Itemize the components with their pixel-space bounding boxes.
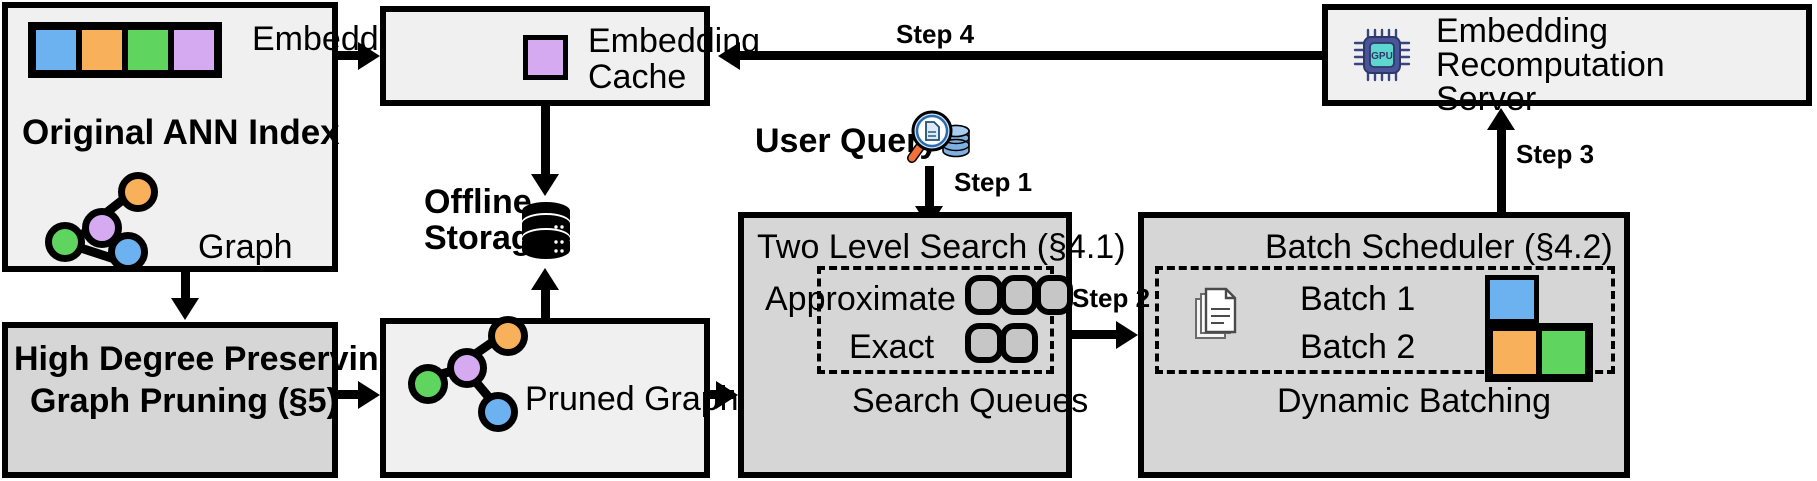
batch-1-square-blue	[1485, 275, 1539, 324]
arrow-step4-head	[718, 42, 740, 70]
magnifier-database-icon	[902, 104, 974, 170]
arrow-pruned-to-storage-head	[531, 268, 559, 290]
approximate-queue-slot	[1000, 275, 1038, 315]
arrow-index-to-cache-line	[338, 51, 362, 60]
recomputation-server-line1: Embedding	[1436, 12, 1609, 50]
user-query-label: User Query	[755, 122, 939, 160]
arrow-pruning-to-pruned-head	[358, 381, 380, 409]
arrow-step2-line	[1072, 330, 1120, 339]
graph-pruning-box	[2, 322, 338, 478]
step3-label: Step 3	[1516, 139, 1595, 169]
dynamic-batching-dashed-region	[1155, 266, 1615, 374]
arrow-index-to-cache-head	[358, 42, 380, 70]
database-cylinder-icon	[520, 200, 572, 262]
pruned-node-blue	[478, 392, 518, 432]
batch-2-label: Batch 2	[1300, 328, 1416, 366]
embedding-strip	[28, 22, 222, 78]
embedding-cell-purple	[171, 27, 217, 73]
arrow-cache-to-storage-line	[541, 106, 550, 176]
embedding-cell-blue	[33, 27, 79, 73]
batch-2-squares	[1485, 323, 1593, 382]
exact-label: Exact	[849, 328, 935, 366]
graph-label: Graph	[198, 228, 293, 266]
graph-pruning-line1: High Degree Preserving	[14, 340, 400, 378]
offline-storage-line1: Offline	[424, 183, 532, 221]
recomputation-server-line3: Server	[1436, 80, 1537, 118]
arrow-cache-to-storage-head	[531, 174, 559, 196]
arrow-pruned-to-storage-line	[541, 290, 550, 318]
step4-label: Step 4	[896, 19, 975, 49]
search-queues-footer: Search Queues	[852, 382, 1089, 420]
graph-node-blue	[108, 232, 148, 272]
step1-label: Step 1	[954, 167, 1033, 197]
documents-icon	[1190, 285, 1244, 349]
embedding-cell-orange	[79, 27, 125, 73]
approximate-label: Approximate	[765, 280, 956, 318]
arrow-step3-head	[1487, 108, 1515, 130]
pruned-graph-label: Pruned Graph	[525, 380, 739, 418]
pruned-node-green	[408, 364, 448, 404]
exact-queue-slot	[965, 323, 1003, 363]
purple-square-icon	[523, 35, 568, 80]
batch-scheduler-title: Batch Scheduler (§4.2)	[1265, 228, 1613, 266]
original-ann-index-title: Original ANN Index	[22, 113, 340, 152]
embedding-cell-green	[125, 27, 171, 73]
arrow-step3-line	[1497, 130, 1506, 214]
search-queues-dashed-region	[817, 266, 1054, 374]
pruned-node-purple	[447, 348, 487, 388]
batch-2-square-orange	[1490, 328, 1539, 377]
graph-node-orange	[118, 172, 158, 212]
pruned-node-orange	[488, 316, 528, 356]
svg-text:GPU: GPU	[1371, 51, 1393, 62]
batch-1-label: Batch 1	[1300, 280, 1416, 318]
arrow-pruning-to-pruned-line	[338, 390, 362, 399]
embedding-cache-title-line2: Cache	[588, 58, 687, 96]
gpu-chip-icon: GPU	[1352, 24, 1416, 86]
graph-node-purple	[82, 208, 122, 248]
batch-2-square-green	[1539, 328, 1588, 377]
arrow-index-to-pruning-line	[181, 272, 190, 302]
graph-pruning-line2: Graph Pruning (§5)	[30, 382, 338, 420]
graph-node-green	[45, 222, 85, 262]
step2-label: Step 2	[1072, 283, 1151, 313]
two-level-search-title: Two Level Search (§4.1)	[757, 228, 1126, 266]
approximate-queue-slot	[965, 275, 1003, 315]
approximate-queue-slot	[1035, 275, 1073, 315]
arrow-step2-head	[1116, 321, 1138, 349]
arrow-index-to-pruning-head	[171, 298, 199, 320]
arrow-pruned-to-search-head	[716, 381, 738, 409]
exact-queue-slot	[1000, 323, 1038, 363]
arrow-step1-line	[925, 166, 934, 210]
recomputation-server-box	[1322, 4, 1812, 106]
arrow-step4-line	[740, 51, 1322, 60]
dynamic-batching-footer: Dynamic Batching	[1277, 382, 1552, 420]
recomputation-server-line2: Recomputation	[1436, 46, 1665, 84]
